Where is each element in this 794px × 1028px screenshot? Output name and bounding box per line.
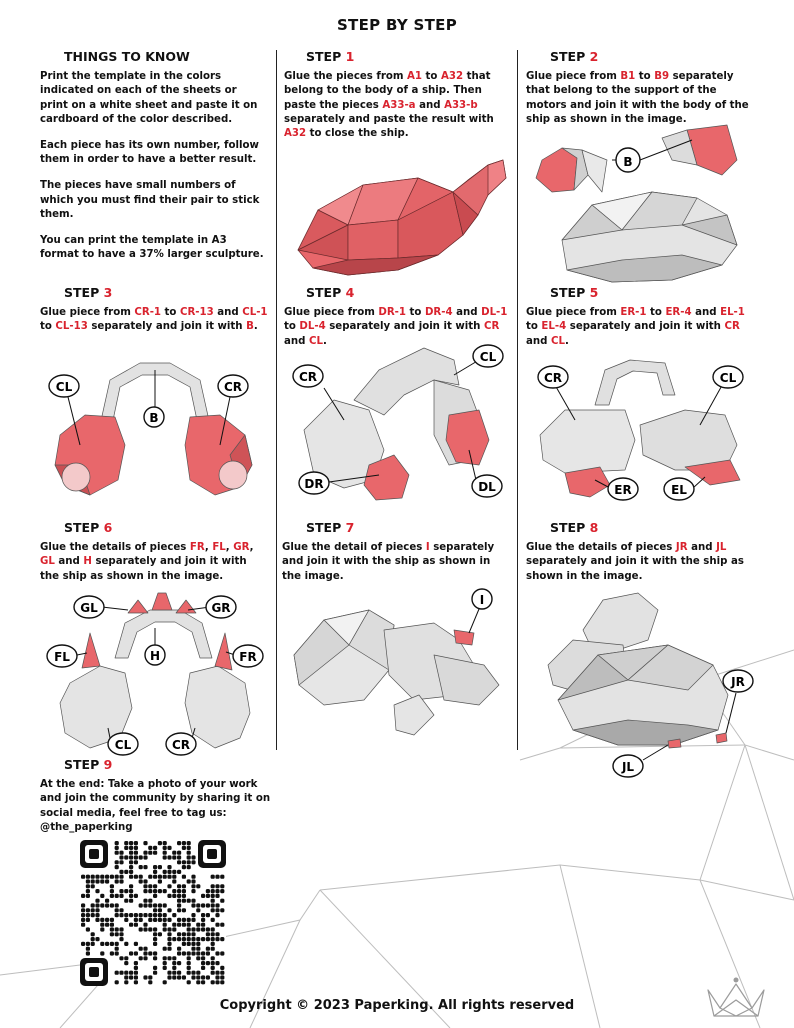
step-2-section: STEP 2 Glue piece from B1 to B9 separate… (526, 49, 754, 127)
callout-b-step3: B (149, 411, 158, 425)
step-2-text: Glue piece from B1 to B9 separately that… (526, 71, 749, 125)
callout-fl-step6: FL (54, 650, 70, 664)
step-9-text: At the end: Take a photo of your work an… (40, 779, 271, 819)
step-4-engine-details-illustration: CR CL DR DL (292, 344, 504, 501)
step-5-engine-fins-illustration: CR CL ER EL (537, 359, 744, 501)
step-3-section: STEP 3 Glue piece from CR-1 to CR-13 and… (40, 285, 268, 335)
step-2-motor-support-illustration: B (535, 124, 738, 283)
callout-jr-step8: JR (730, 675, 745, 689)
step-1-heading: STEP 1 (306, 49, 355, 64)
things-to-know-section: THINGS TO KNOW Print the template in the… (40, 49, 268, 274)
step-1-ship-body-illustration (297, 159, 507, 276)
step-7-heading: STEP 7 (306, 520, 355, 535)
step-1-text: Glue the pieces from A1 to A32 that belo… (284, 71, 494, 140)
crown-logo (707, 977, 765, 1017)
callout-dl-step4: DL (478, 480, 496, 494)
step-6-details-illustration: GL GR FL FR H CL CR (46, 592, 264, 756)
step-8-text: Glue the details of pieces JR and JL sep… (526, 542, 744, 582)
callout-gl-step6: GL (80, 601, 98, 615)
qr-code[interactable] (80, 840, 226, 986)
step-7-detail-i-illustration: I (293, 588, 500, 736)
step-3-heading: STEP 3 (64, 285, 113, 300)
step-2-heading: STEP 2 (550, 49, 599, 64)
column-divider-right (517, 50, 518, 750)
step-9-heading: STEP 9 (64, 757, 113, 772)
callout-cr-step6: CR (172, 738, 190, 752)
instagram-handle[interactable]: @the_paperking (40, 821, 133, 833)
step-7-text: Glue the detail of pieces I separately a… (282, 542, 495, 582)
callout-cl-step4: CL (480, 350, 497, 364)
callout-i-step7: I (480, 593, 484, 607)
step-5-heading: STEP 5 (550, 285, 599, 300)
step-5-section: STEP 5 Glue piece from ER-1 to ER-4 and … (526, 285, 754, 349)
step-8-heading: STEP 8 (550, 520, 599, 535)
step-6-text: Glue the details of pieces FR, FL, GR, G… (40, 542, 254, 582)
callout-cl-step6: CL (115, 738, 132, 752)
things-paragraph-1: Print the template in the colors indicat… (40, 71, 258, 125)
step-6-heading: STEP 6 (64, 520, 113, 535)
step-4-text: Glue piece from DR-1 to DR-4 and DL-1 to… (284, 307, 508, 347)
step-1-section: STEP 1 Glue the pieces from A1 to A32 th… (284, 49, 510, 141)
step-3-engine-pods-illustration: CL B CR (48, 362, 253, 496)
callout-h-step6: H (150, 649, 160, 663)
step-5-text: Glue piece from ER-1 to ER-4 and EL-1 to… (526, 307, 745, 347)
callout-gr-step6: GR (211, 601, 230, 615)
things-paragraph-4: You can print the template in A3 format … (40, 235, 264, 261)
callout-dr-step4: DR (304, 477, 323, 491)
step-3-text: Glue piece from CR-1 to CR-13 and CL-1 t… (40, 307, 268, 333)
step-9-section: STEP 9 At the end: Take a photo of your … (40, 757, 272, 835)
callout-jl-step8: JL (621, 760, 634, 774)
things-to-know-heading: THINGS TO KNOW (64, 49, 190, 64)
step-6-section: STEP 6 Glue the details of pieces FR, FL… (40, 520, 268, 584)
callout-fr-step6: FR (239, 650, 256, 664)
step-4-section: STEP 4 Glue piece from DR-1 to DR-4 and … (284, 285, 510, 349)
copyright-footer: Copyright © 2023 Paperking. All rights r… (219, 998, 575, 1013)
callout-b-step2: B (623, 155, 632, 169)
things-paragraph-3: The pieces have small numbers of which y… (40, 180, 260, 220)
callout-cl-step3: CL (56, 380, 73, 394)
step-8-details-j-illustration: JR JL (547, 592, 754, 778)
step-8-section: STEP 8 Glue the details of pieces JR and… (526, 520, 754, 584)
callout-cl-step5: CL (720, 371, 737, 385)
column-divider-left (276, 50, 277, 750)
callout-cr-step3: CR (224, 380, 242, 394)
callout-er-step5: ER (614, 483, 631, 497)
page-title: STEP BY STEP (336, 16, 458, 34)
things-paragraph-2: Each piece has its own number, follow th… (40, 140, 259, 166)
callout-el-step5: EL (671, 483, 687, 497)
callout-cr-step4: CR (299, 370, 317, 384)
step-7-section: STEP 7 Glue the detail of pieces I separ… (282, 520, 510, 584)
step-4-heading: STEP 4 (306, 285, 355, 300)
callout-cr-step5: CR (544, 371, 562, 385)
